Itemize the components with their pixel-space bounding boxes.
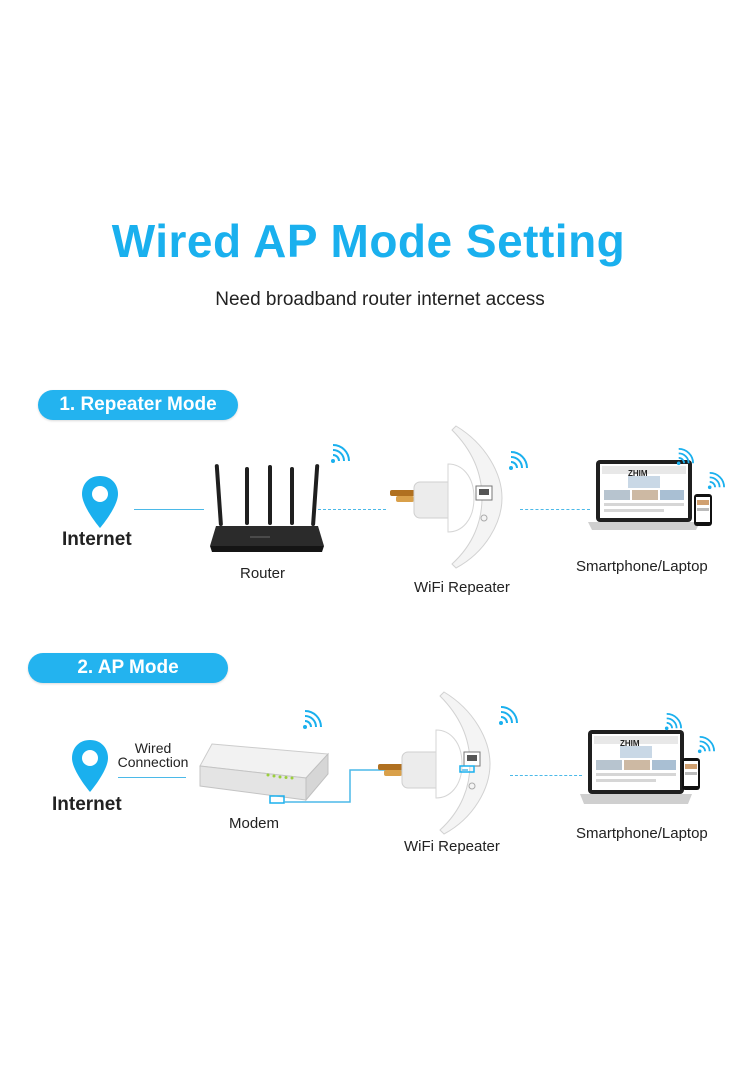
wireless-link-line: [318, 509, 386, 510]
modem-icon: [199, 743, 330, 804]
connection-line: [134, 509, 204, 510]
wireless-link-line: [510, 775, 582, 776]
location-pin-icon: [82, 476, 118, 528]
modem-label: Modem: [229, 815, 280, 832]
page-subtitle: Need broadband router internet access: [215, 289, 545, 310]
internet-label: Internet: [62, 529, 132, 550]
wifi-icon: [499, 706, 518, 725]
wired-label-line: Wired: [134, 740, 172, 756]
page-title: Wired AP Mode Setting: [111, 215, 626, 267]
wifi-repeater-icon: [390, 425, 503, 569]
wired-label-line: Connection: [117, 754, 189, 770]
wifi-icon: [303, 710, 322, 729]
laptop-icon: [580, 730, 700, 804]
screen-text: ZHIM: [628, 469, 648, 478]
location-pin-icon: [72, 740, 108, 792]
repeater-label: WiFi Repeater: [404, 838, 500, 855]
devices-label: Smartphone/Laptop: [576, 558, 708, 575]
connection-line: [118, 777, 186, 778]
wifi-icon: [707, 472, 725, 490]
devices-label: Smartphone/Laptop: [576, 825, 708, 842]
wireless-link-line: [520, 509, 590, 510]
wifi-icon: [697, 736, 715, 754]
ap-mode-pill: 2. AP Mode: [28, 653, 228, 683]
repeater-mode-pill: 1. Repeater Mode: [38, 390, 238, 420]
router-icon: [210, 464, 324, 552]
repeater-label: WiFi Repeater: [414, 579, 510, 596]
laptop-icon: [588, 460, 712, 530]
router-label: Router: [240, 565, 286, 582]
internet-label: Internet: [52, 794, 122, 815]
wifi-icon: [509, 451, 528, 470]
wifi-icon: [676, 448, 694, 466]
screen-text: ZHIM: [620, 739, 640, 748]
wifi-icon: [331, 444, 350, 463]
wired-connection-label: Wired Connection: [112, 741, 194, 769]
wifi-icon: [664, 713, 682, 731]
wifi-repeater-icon: [378, 691, 491, 835]
